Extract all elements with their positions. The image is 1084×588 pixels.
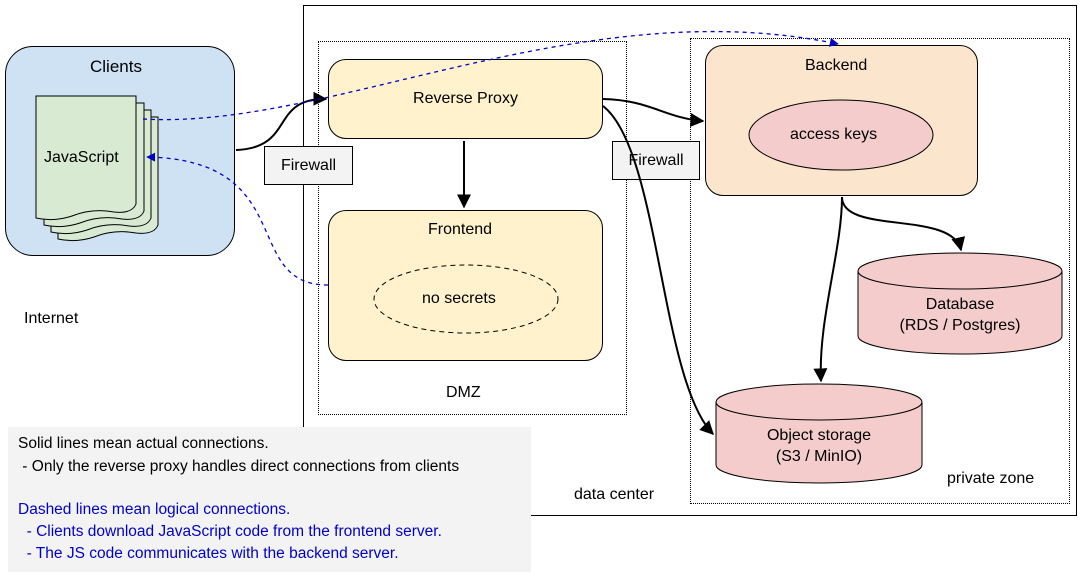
database-label: Database (RDS / Postgres) xyxy=(858,294,1062,336)
legend-note: Solid lines mean actual connections. - O… xyxy=(8,427,531,572)
object-storage-label-line2: (S3 / MinIO) xyxy=(775,448,863,465)
backend-to-database-edge xyxy=(841,196,966,252)
object-storage-cylinder xyxy=(715,383,923,484)
proxy-to-backend-edge xyxy=(602,98,705,127)
private-zone xyxy=(690,38,1070,504)
dmz-zone xyxy=(318,41,627,415)
database-label-line2: (RDS / Postgres) xyxy=(899,317,1021,334)
legend-solid-title: Solid lines mean actual connections. xyxy=(18,435,269,452)
backend-label: Backend xyxy=(805,57,868,74)
backend-to-storage-edge xyxy=(813,196,843,383)
access-keys-ellipse xyxy=(748,99,934,171)
object-storage-label-line1: Object storage xyxy=(766,427,872,444)
private-zone-label: private zone xyxy=(947,470,1035,487)
proxy-to-storage-edge xyxy=(602,105,714,436)
dmz-label: DMZ xyxy=(446,384,481,401)
database-cylinder xyxy=(857,252,1063,355)
data-center-label: data center xyxy=(574,486,655,503)
reverse-proxy-label: Reverse Proxy xyxy=(413,90,518,107)
internet-label: Internet xyxy=(24,310,79,327)
legend-dashed-item-1: - Clients download JavaScript code from … xyxy=(18,523,442,540)
firewall-left-label: Firewall xyxy=(280,156,337,174)
no-secrets-ellipse xyxy=(373,264,559,334)
firewall-left: Firewall xyxy=(264,146,353,185)
frontend-label: Frontend xyxy=(428,221,493,238)
frontend-to-js-dashed-edge xyxy=(146,152,329,286)
access-keys-label: access keys xyxy=(790,126,878,143)
clients-label: Clients xyxy=(90,57,142,76)
object-storage-label: Object storage (S3 / MinIO) xyxy=(716,425,922,467)
legend-dashed-title: Dashed lines mean logical connections. xyxy=(18,501,291,518)
firewall-right: Firewall xyxy=(612,141,700,180)
firewall-right-label: Firewall xyxy=(628,151,684,169)
no-secrets-label: no secrets xyxy=(422,290,496,307)
data-center-zone xyxy=(303,5,1077,516)
database-label-line1: Database xyxy=(925,296,995,313)
legend-solid-item: - Only the reverse proxy handles direct … xyxy=(18,458,460,475)
javascript-label: JavaScript xyxy=(44,149,119,166)
js-to-backend-dashed-edge xyxy=(142,31,839,121)
legend-dashed-item-2: - The JS code communicates with the back… xyxy=(18,545,399,562)
reverse-proxy-box: Reverse Proxy xyxy=(328,59,603,139)
javascript-documents-icon xyxy=(35,95,159,242)
